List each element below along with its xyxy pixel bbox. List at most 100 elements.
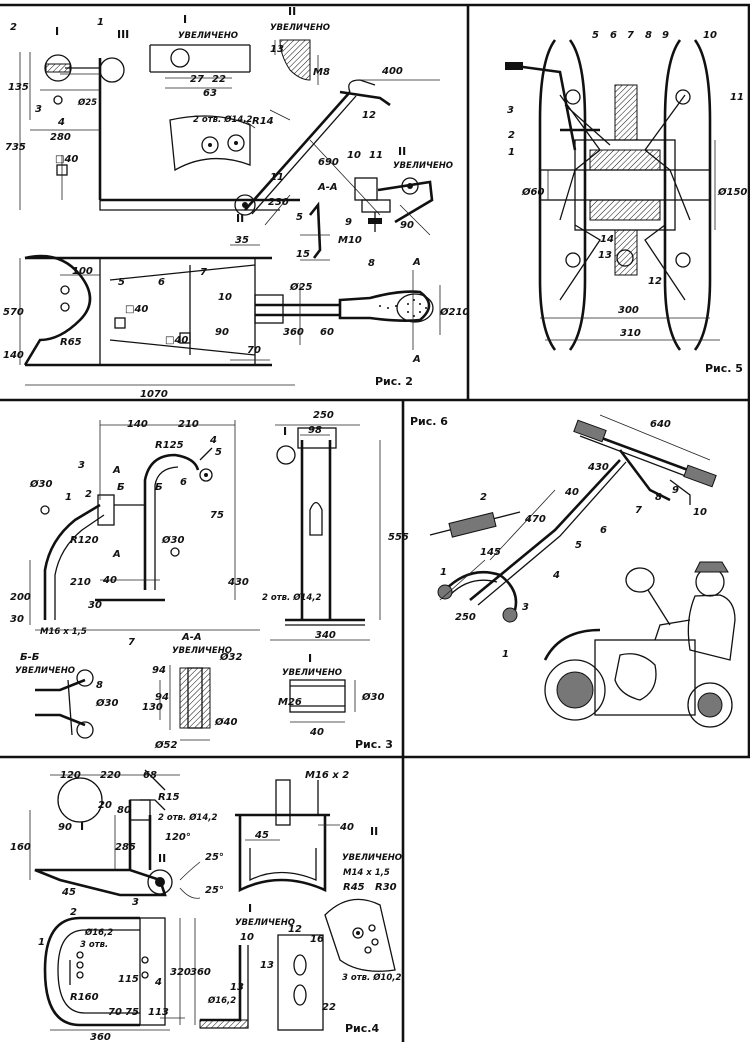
fig2-dim-400: 400 (381, 66, 403, 77)
fig5-part-10: 10 (703, 30, 717, 41)
fig3-d30d: Ø30 (361, 691, 384, 703)
fig3-dim-250: 250 (313, 410, 334, 421)
fig3-dim-430: 430 (227, 577, 249, 588)
fig2-uvel-2: УВЕЛИЧЕНО (270, 23, 330, 33)
fig4-dim-90: 90 (58, 822, 72, 833)
fig6-part-5: 5 (575, 540, 582, 551)
fig3-A1: А (112, 465, 121, 476)
fig3-d30c: Ø30 (95, 697, 118, 709)
fig3-caption: Рис. 3 (355, 738, 393, 751)
fig6-part-10: 10 (693, 507, 707, 518)
fig2-r65: R65 (60, 337, 82, 348)
fig2-part-1: 1 (97, 17, 104, 28)
fig2-dim-90b: 90 (215, 327, 229, 338)
fig3-part-5: 5 (215, 447, 222, 458)
fig3-dim-40b: 40 (309, 727, 324, 738)
fig4-d162b: Ø16,2 (207, 995, 236, 1006)
fig2-dim-135: 135 (8, 82, 29, 93)
fig3-d40: Ø40 (214, 716, 237, 728)
fig2-side-view (19, 52, 300, 211)
fig2-lever (234, 79, 440, 226)
fig3-part-3: 3 (78, 460, 85, 471)
fig3-uvel-1: УВЕЛИЧЕНО (15, 666, 75, 676)
fig2-plan-view (19, 244, 441, 386)
fig3-dim-210b: 210 (70, 577, 91, 588)
fig4-r15: R15 (158, 792, 180, 803)
fig6-dim-145: 145 (480, 547, 501, 558)
fig2-dim-280: 280 (50, 132, 71, 143)
fig4-dim-16: 16 (310, 934, 324, 945)
fig4-dim-360b: 360 (90, 1032, 111, 1042)
fig2-roman-II-b: II (236, 212, 244, 225)
fig2-A2: А (412, 354, 421, 365)
fig4-detail-II: II (370, 825, 378, 838)
fig2-part-3: 3 (35, 104, 42, 115)
fig2-detail-I (149, 44, 251, 89)
fig6-part-1b: 1 (502, 649, 509, 660)
fig6-part-4: 4 (552, 570, 560, 581)
fig3-dim-94a: 94 (152, 665, 166, 676)
fig4-dim-45b: 45 (254, 830, 269, 841)
fig2-dim-735: 735 (5, 142, 26, 153)
fig4-m14: M14 x 1,5 (343, 868, 390, 878)
fig6-dim-430: 430 (587, 462, 609, 473)
fig2-dim-90: 90 (400, 220, 414, 231)
fig5-d60: Ø60 (521, 186, 544, 198)
fig5-part-13: 13 (598, 250, 612, 261)
fig3-dim-210: 210 (178, 419, 199, 430)
fig4-dim-160: 160 (10, 842, 31, 853)
fig2-part-5: 5 (118, 277, 125, 288)
fig3-dim-94b: 94 (155, 692, 169, 703)
fig4-detail-II-mark: II (158, 852, 166, 865)
fig2-dim-100: 100 (72, 266, 93, 277)
fig6-part-3: 3 (522, 602, 529, 613)
fig2-r14: R14 (252, 116, 274, 127)
fig4-detail-I-label: I (248, 902, 252, 915)
fig5-part-5: 5 (592, 30, 599, 41)
fig2-uvel-3: УВЕЛИЧЕНО (393, 161, 453, 171)
figure-3: 140 210 R125 4 5 6 3 Ø30 А А Б Б 1 2 75 … (10, 410, 409, 751)
fig2-part-7: 7 (200, 267, 207, 278)
fig2-holes: 2 отв. Ø14,2 (193, 114, 252, 125)
fig2-detail-II-clip (274, 39, 319, 85)
fig5-part-8: 8 (645, 30, 652, 41)
fig3-detail-I-label: I (308, 652, 312, 665)
fig5-part-9: 9 (662, 30, 669, 41)
fig3-d30a: Ø30 (29, 478, 52, 490)
fig3-part-6: 6 (180, 477, 187, 488)
fig2-sq40a: □40 (55, 154, 78, 165)
fig3-part-1: 1 (65, 492, 72, 503)
fig4-dim-113: 113 (148, 1007, 169, 1018)
fig3-dim-140: 140 (127, 419, 148, 430)
fig2-detail-I-label: I (183, 13, 187, 26)
fig3-d52: Ø52 (154, 739, 177, 751)
fig2-part-8: 8 (368, 258, 375, 269)
fig2-detail-II-clamp (354, 177, 434, 236)
figure-5: 5 6 7 8 9 10 3 11 2 1 14 13 12 Ø60 Ø150 … (505, 30, 747, 375)
fig2-m10: M10 (338, 235, 362, 246)
fig5-dim-310: 310 (620, 328, 641, 339)
fig5-part-2: 2 (508, 130, 515, 141)
fig2-sq40b: □40 (125, 304, 148, 315)
fig2-dim-10: 10 (218, 292, 232, 303)
fig6-part-9: 9 (672, 485, 679, 496)
fig2-part-2: 2 (10, 22, 17, 33)
fig4-m16x2: M16 x 2 (305, 770, 349, 781)
fig6-part-7: 7 (635, 505, 642, 516)
fig4-d162: Ø16,2 (84, 927, 113, 938)
fig2-dim-60: 60 (320, 327, 334, 338)
fig3-section-bb: Б-Б (20, 652, 40, 663)
fig2-dim-27: 27 (190, 74, 204, 85)
fig4-dim-45a: 45 (61, 887, 76, 898)
fig4-dim-70: 70 (108, 1007, 122, 1018)
fig5-part-14: 14 (600, 234, 614, 245)
fig3-dim-98: 98 (308, 425, 322, 436)
fig3-uvel-2: УВЕЛИЧЕНО (172, 646, 232, 656)
fig2-part-6: 6 (158, 277, 165, 288)
fig4-part-3: 3 (132, 897, 139, 908)
fig3-part-8: 8 (96, 680, 103, 691)
fig4-dim-40: 40 (339, 822, 354, 833)
fig2-dim-140: 140 (3, 350, 24, 361)
fig5-part-6: 6 (610, 30, 617, 41)
fig4-part-4: 4 (154, 977, 162, 988)
